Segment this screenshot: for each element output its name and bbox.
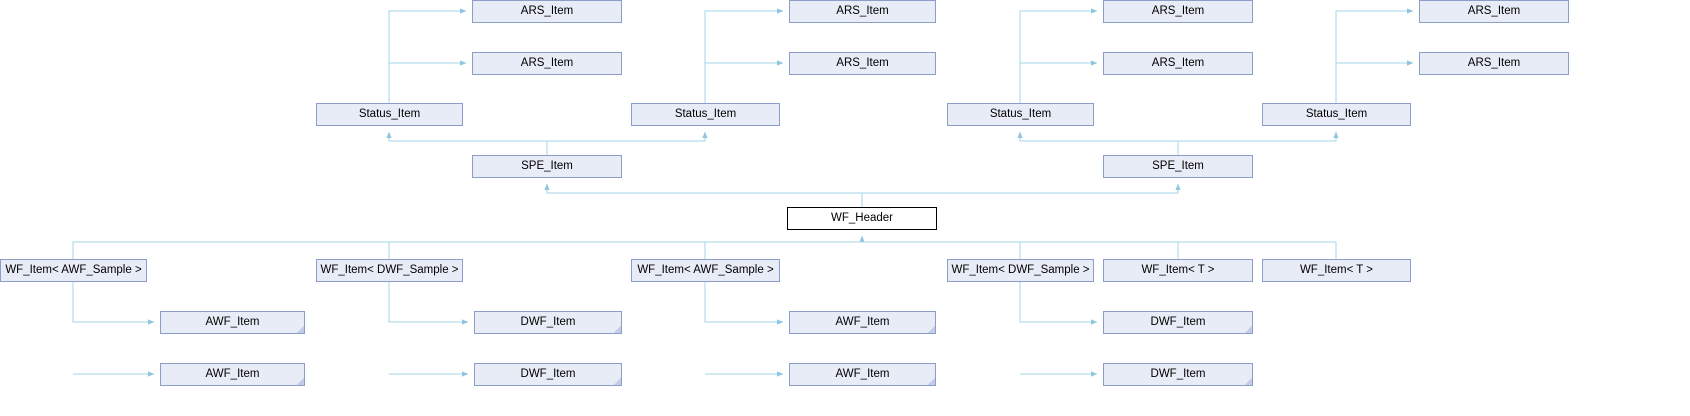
- class-node-label: WF_Item< DWF_Sample >: [951, 264, 1090, 276]
- class-node-label: ARS_Item: [520, 5, 574, 17]
- class-node-wfi1[interactable]: WF_Item< AWF_Sample >: [0, 259, 147, 282]
- class-node-label: DWF_Item: [520, 368, 576, 380]
- class-node-label: DWF_Item: [520, 316, 576, 328]
- class-node-ars8[interactable]: ARS_Item: [1419, 52, 1569, 75]
- class-node-label: ARS_Item: [1151, 57, 1205, 69]
- class-node-label: Status_Item: [674, 108, 737, 120]
- class-node-spe2[interactable]: SPE_Item: [1103, 155, 1253, 178]
- class-node-st3[interactable]: Status_Item: [947, 103, 1094, 126]
- edge-status2-ars2: [704, 8, 784, 103]
- class-node-wfi4[interactable]: WF_Item< DWF_Sample >: [947, 259, 1094, 282]
- class-node-st4[interactable]: Status_Item: [1262, 103, 1411, 126]
- edge-spe1-status1: [386, 131, 548, 155]
- class-node-wfi5[interactable]: WF_Item< T >: [1103, 259, 1253, 282]
- class-node-label: AWF_Item: [835, 368, 890, 380]
- class-node-label: Status_Item: [1305, 108, 1368, 120]
- class-node-label: DWF_Item: [1150, 368, 1206, 380]
- class-node-label: ARS_Item: [1467, 5, 1521, 17]
- edge-status4-ars4: [1335, 8, 1414, 103]
- class-node-label: ARS_Item: [1151, 5, 1205, 17]
- edge-spe1-status2: [547, 131, 708, 142]
- class-node-awf4[interactable]: AWF_Item: [789, 363, 936, 386]
- class-node-spe1[interactable]: SPE_Item: [472, 155, 622, 178]
- edge-spe2-status4: [1178, 131, 1339, 142]
- class-node-label: ARS_Item: [836, 5, 889, 17]
- class-node-ars3[interactable]: ARS_Item: [1103, 0, 1253, 23]
- class-node-ars5[interactable]: ARS_Item: [472, 52, 622, 75]
- edge-wfi2-dwf1: [388, 281, 469, 325]
- class-node-dwf3[interactable]: DWF_Item: [474, 363, 622, 386]
- class-node-label: DWF_Item: [1150, 316, 1206, 328]
- class-node-awf2[interactable]: AWF_Item: [789, 311, 936, 334]
- class-node-label: SPE_Item: [521, 160, 573, 172]
- class-node-label: Status_Item: [358, 108, 421, 120]
- edge-root-spe1: [544, 183, 863, 207]
- class-node-label: ARS_Item: [520, 57, 574, 69]
- class-node-awf3[interactable]: AWF_Item: [160, 363, 305, 386]
- class-node-label: ARS_Item: [1467, 57, 1521, 69]
- class-node-dwf4[interactable]: DWF_Item: [1103, 363, 1253, 386]
- edge-root-spe2: [862, 183, 1181, 194]
- class-node-ars4[interactable]: ARS_Item: [1419, 0, 1569, 23]
- class-node-dwf1[interactable]: DWF_Item: [474, 311, 622, 334]
- edge-wfi3-awf2: [704, 281, 784, 325]
- class-node-label: WF_Item< T >: [1299, 264, 1374, 276]
- class-node-label: WF_Item< AWF_Sample >: [5, 264, 142, 276]
- edge-status1-ars1: [388, 8, 467, 103]
- class-node-dwf2[interactable]: DWF_Item: [1103, 311, 1253, 334]
- class-node-label: SPE_Item: [1152, 160, 1204, 172]
- class-node-label: WF_Header: [831, 212, 893, 224]
- class-node-ars1[interactable]: ARS_Item: [472, 0, 622, 23]
- class-node-label: Status_Item: [989, 108, 1052, 120]
- class-node-label: AWF_Item: [205, 368, 260, 380]
- class-node-label: WF_Item< T >: [1141, 264, 1215, 276]
- class-node-ars2[interactable]: ARS_Item: [789, 0, 936, 23]
- class-node-st1[interactable]: Status_Item: [316, 103, 463, 126]
- class-node-st2[interactable]: Status_Item: [631, 103, 780, 126]
- edge-spe2-status3: [1017, 131, 1179, 155]
- edge-wfi1-awf1: [72, 281, 155, 325]
- class-node-label: WF_Item< DWF_Sample >: [320, 264, 459, 276]
- class-node-root[interactable]: WF_Header: [787, 207, 937, 230]
- class-node-label: WF_Item< AWF_Sample >: [637, 264, 774, 276]
- class-node-ars6[interactable]: ARS_Item: [789, 52, 936, 75]
- edge-status3-ars3: [1019, 8, 1098, 103]
- class-node-awf1[interactable]: AWF_Item: [160, 311, 305, 334]
- class-node-wfi6[interactable]: WF_Item< T >: [1262, 259, 1411, 282]
- edge-wfi4-dwf2: [1019, 281, 1098, 325]
- class-node-wfi3[interactable]: WF_Item< AWF_Sample >: [631, 259, 780, 282]
- class-node-label: AWF_Item: [205, 316, 260, 328]
- class-node-label: AWF_Item: [835, 316, 890, 328]
- class-node-label: ARS_Item: [836, 57, 889, 69]
- class-node-ars7[interactable]: ARS_Item: [1103, 52, 1253, 75]
- class-node-wfi2[interactable]: WF_Item< DWF_Sample >: [316, 259, 463, 282]
